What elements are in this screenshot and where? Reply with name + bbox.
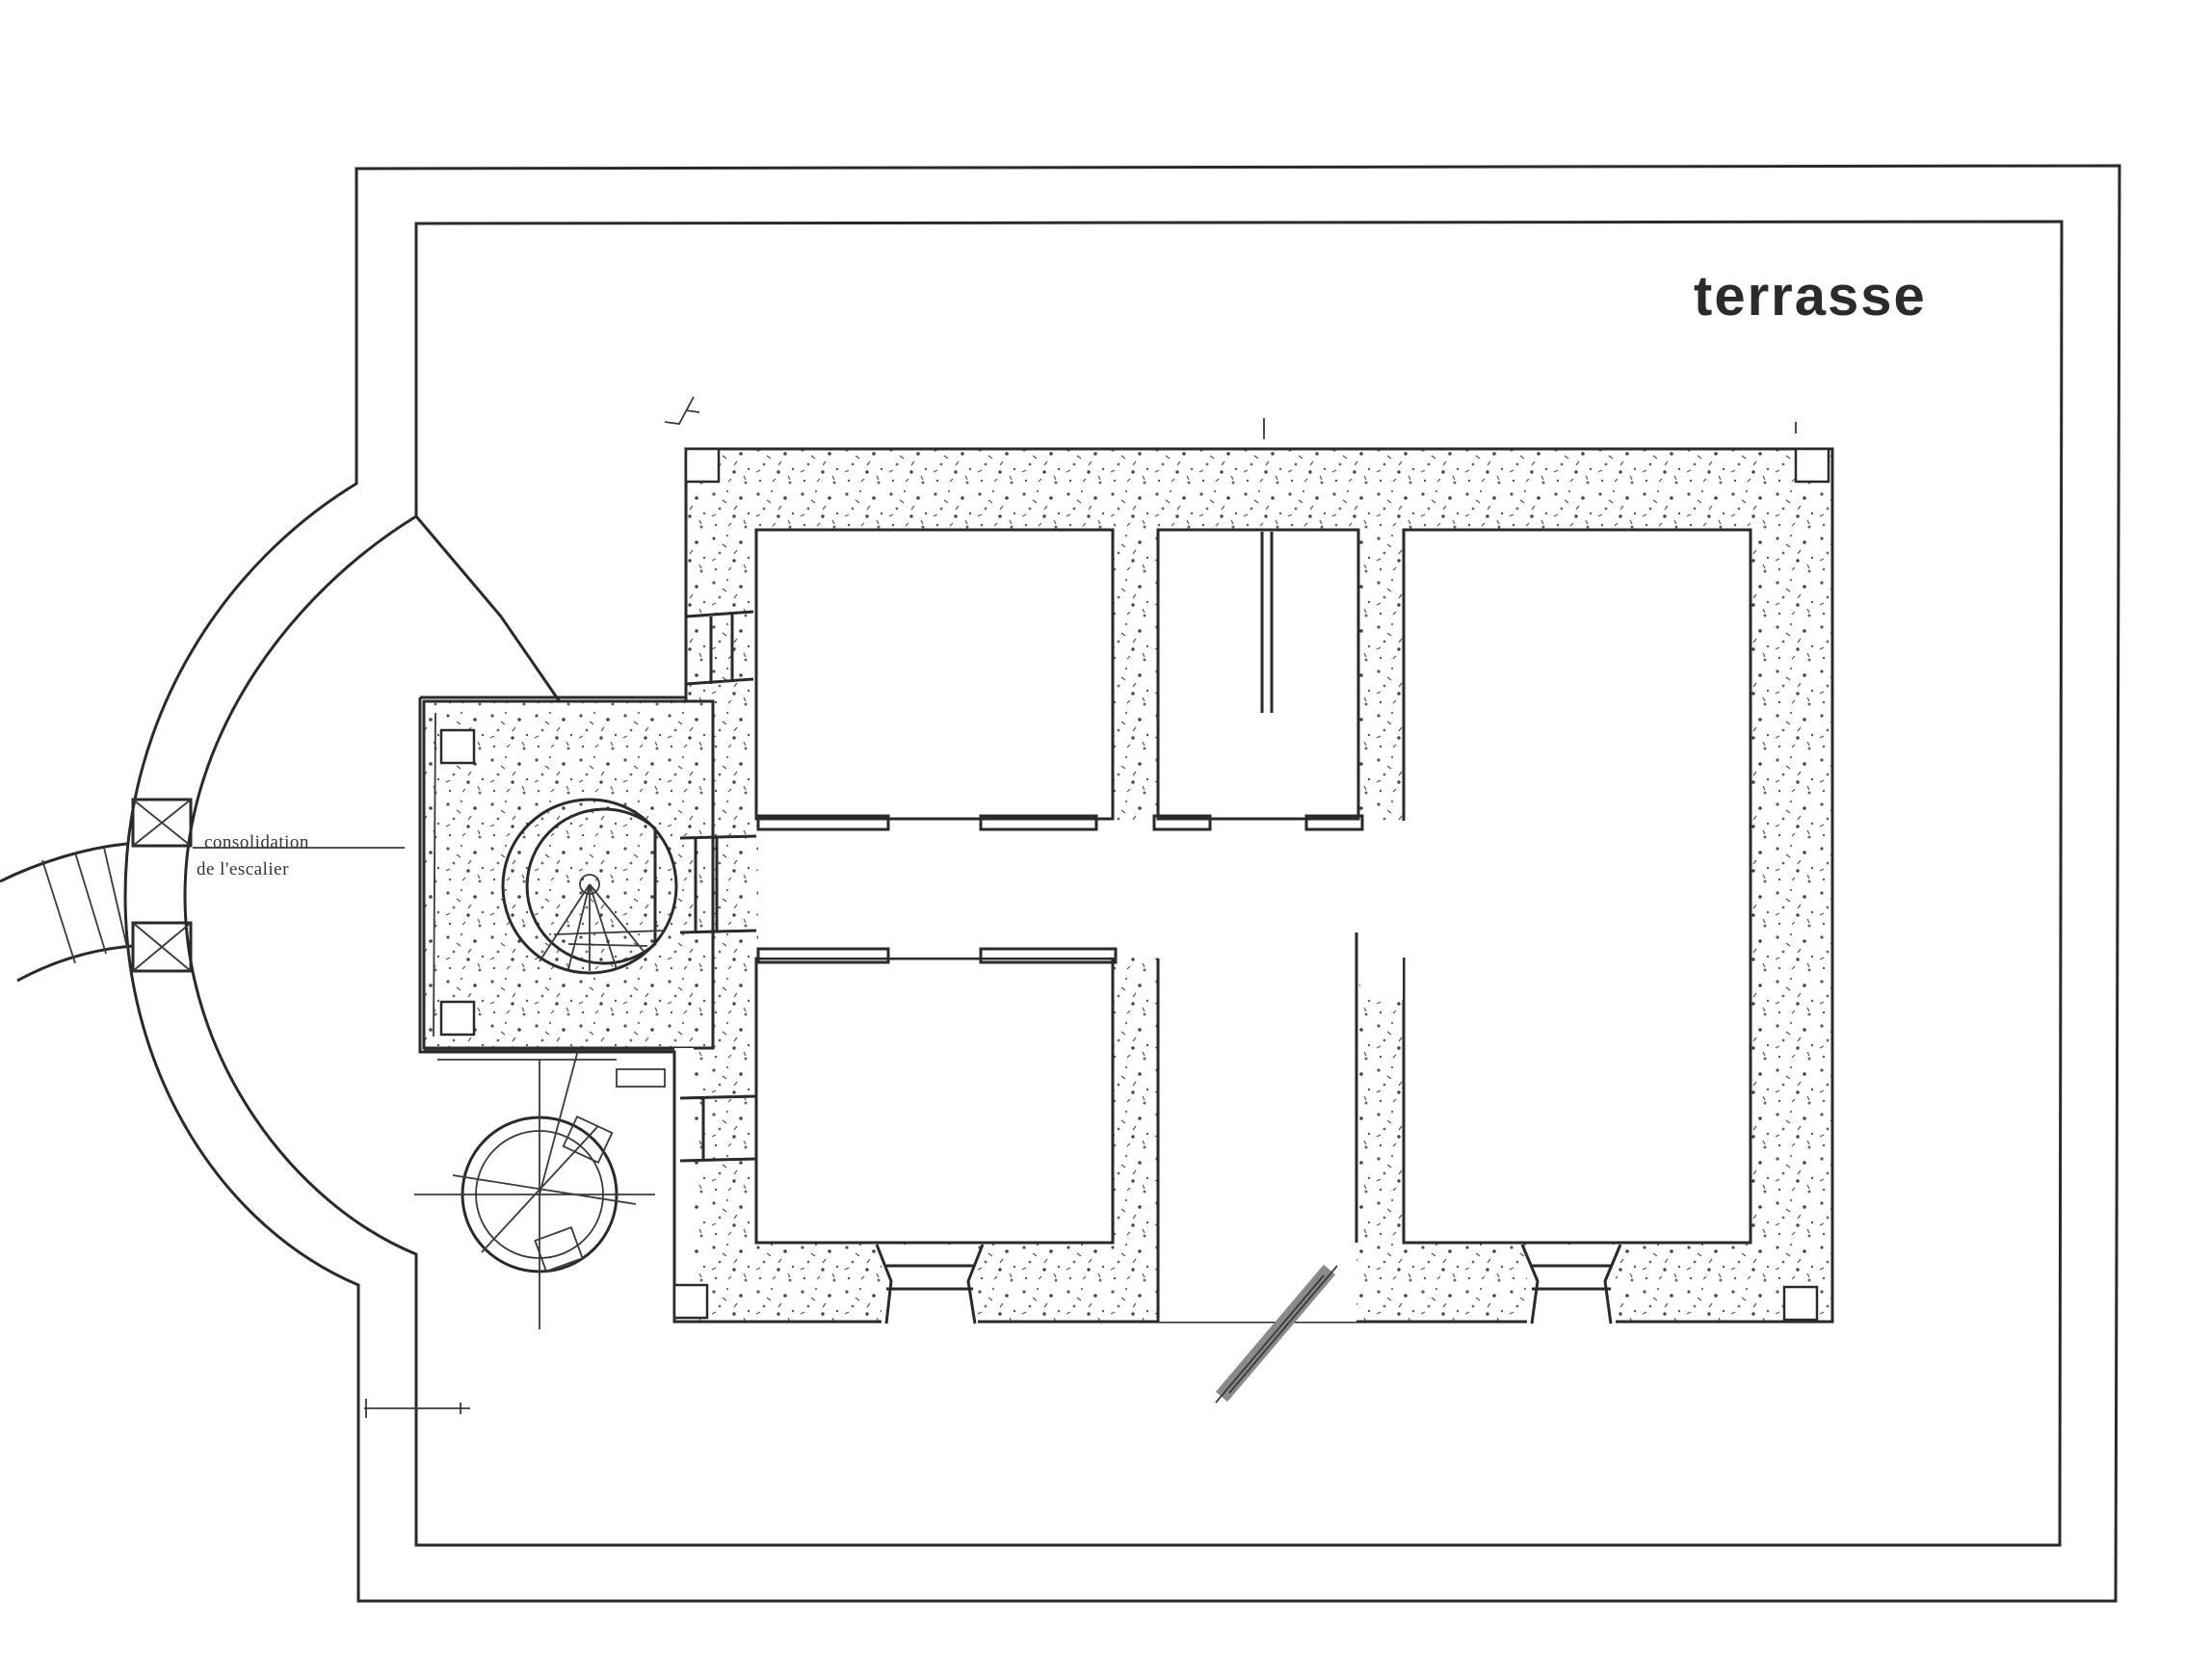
spiral-stair [501,798,678,975]
bastion-pillars [131,798,193,973]
corner-posts [439,447,1830,1322]
room-center-top [1156,528,1360,821]
terrace-outer-wall [123,164,2121,1603]
annotation-line-1: consolidation [204,832,309,853]
rooms [754,528,1752,1322]
room-right [1402,528,1752,1245]
central-partition [1260,532,1274,713]
terrace-label: terrasse [1694,265,1927,328]
turret-detail [414,1049,674,1329]
exterior-stair [0,842,134,983]
corridor-jambs [756,814,1364,964]
bastion-diagonal [414,515,563,704]
annotation-line-2: de l'escalier [197,859,289,879]
room-left-top [754,528,1115,821]
west-stair-openings [679,610,757,1163]
room-left-bottom [754,957,1115,1245]
terrace-inner-wall [183,220,2064,1547]
south-windows [875,1244,1622,1325]
construction-ticks [193,396,1797,1418]
